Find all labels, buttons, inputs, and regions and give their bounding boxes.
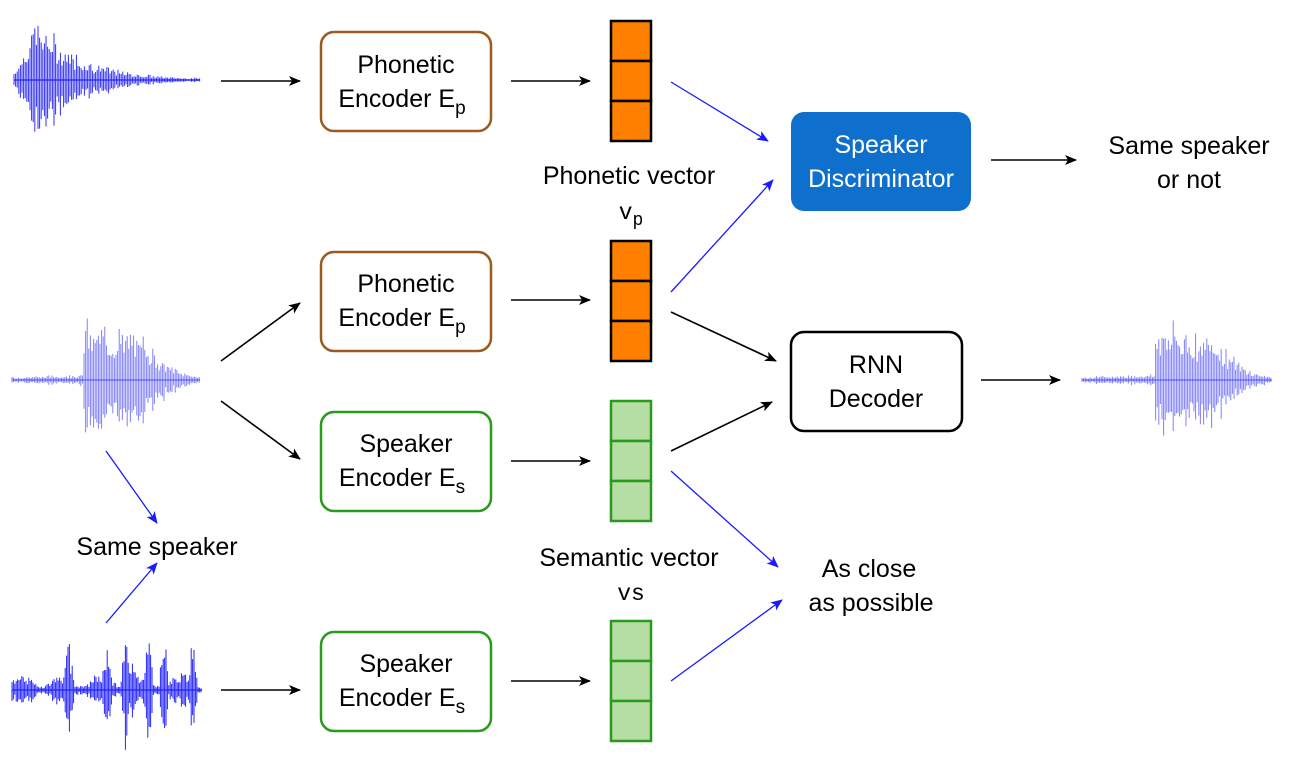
waveform-input-top xyxy=(13,25,201,132)
encoder-label-line2: Encoder Ep xyxy=(338,85,465,119)
semantic-vector-symbol: vs xyxy=(617,581,645,607)
arrow-semantic-bottom-to-close xyxy=(670,599,783,682)
decoder-label-line2: Decoder xyxy=(829,385,924,413)
encoder-label-line2: Encoder Es xyxy=(339,684,465,718)
same-speaker-or-not-label-line2: or not xyxy=(1157,166,1221,194)
waveform-output xyxy=(1081,320,1272,436)
waveform-input-bottom xyxy=(11,643,202,750)
decoder-label-line1: RNN xyxy=(849,351,903,379)
encoder-label-line1: Phonetic xyxy=(357,270,454,298)
encoder-label-line2: Encoder Es xyxy=(339,464,465,498)
phonetic-encoder-middle: Phonetic Encoder Ep xyxy=(319,250,493,353)
same-speaker-label: Same speaker xyxy=(76,533,237,561)
phonetic-vector-label: Phonetic vector xyxy=(543,162,715,190)
arrow-vector-middle-to-discriminator xyxy=(670,179,774,293)
blue-arrows xyxy=(105,81,783,682)
phonetic-encoder-top: Phonetic Encoder Ep xyxy=(319,30,493,133)
phonetic-vector-middle xyxy=(609,239,653,363)
discriminator-label-line2: Discriminator xyxy=(808,165,954,193)
encoder-label-line1: Speaker xyxy=(359,650,452,678)
speaker-encoder-middle: Speaker Encoder Es xyxy=(319,410,493,513)
as-close-as-possible-line2: as possible xyxy=(808,589,933,617)
arrow-semantic-middle-to-close xyxy=(670,470,779,568)
encoder-label-line1: Speaker xyxy=(359,430,452,458)
phonetic-vector-top xyxy=(609,19,653,143)
semantic-vector-label: Semantic vector xyxy=(539,544,718,572)
same-speaker-or-not-label-line1: Same speaker xyxy=(1108,132,1269,160)
arrow-wave-middle-to-same-speaker xyxy=(105,450,158,524)
arrow-vector-top-to-discriminator xyxy=(670,81,769,142)
discriminator-label-line1: Speaker xyxy=(834,131,927,159)
arrow-wave-bottom-to-same-speaker xyxy=(105,562,158,624)
waveform-input-middle xyxy=(11,318,200,433)
arrow-wave-to-speaker-encoder-middle xyxy=(220,400,301,460)
as-close-as-possible-line1: As close xyxy=(822,555,916,583)
black-arrows xyxy=(220,76,1077,695)
phonetic-vector-symbol: vp xyxy=(619,200,644,231)
speaker-discriminator: Speaker Discriminator xyxy=(791,112,971,211)
rnn-decoder: RNN Decoder xyxy=(789,330,964,433)
semantic-vector-middle xyxy=(609,399,653,523)
speaker-encoder-bottom: Speaker Encoder Es xyxy=(319,630,493,733)
arrow-semantic-vector-to-decoder xyxy=(670,401,773,452)
encoder-label-line1: Phonetic xyxy=(357,51,454,79)
semantic-vector-bottom xyxy=(609,619,653,743)
encoder-label-line2: Encoder Ep xyxy=(338,304,465,338)
arrow-phonetic-vector-to-decoder xyxy=(670,311,777,362)
arrow-wave-to-phonetic-encoder-middle xyxy=(220,302,301,362)
